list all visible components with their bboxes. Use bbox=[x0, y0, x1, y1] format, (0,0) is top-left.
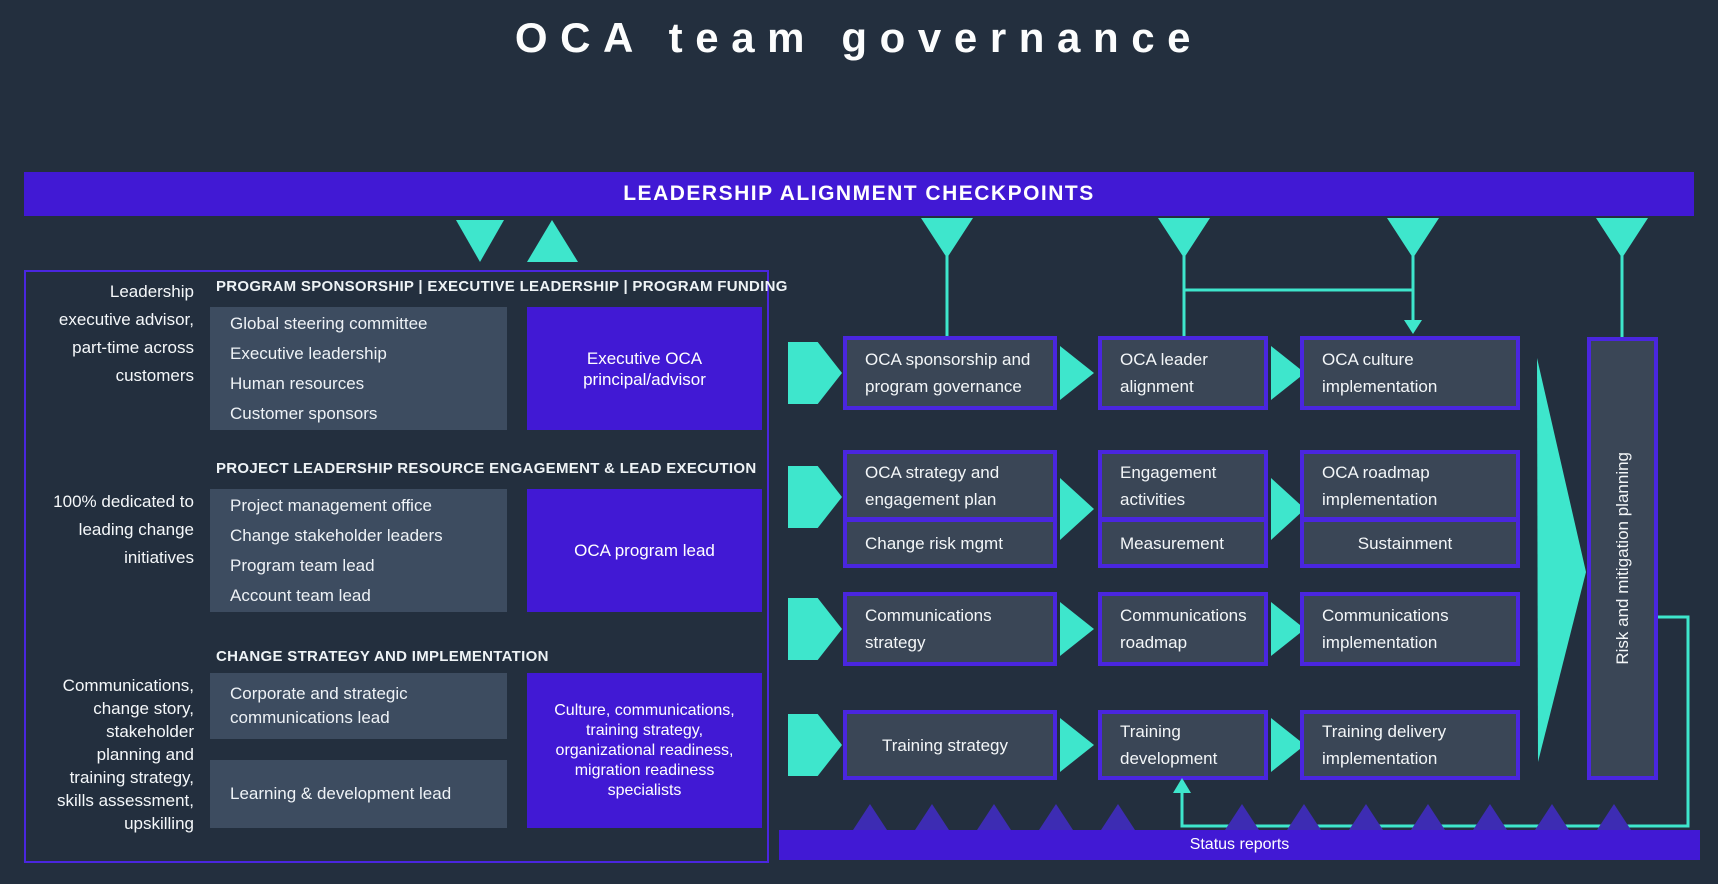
flow-subcell-label: Measurement bbox=[1102, 522, 1264, 564]
page-title: OCA team governance bbox=[514, 14, 1204, 61]
list-item: Account team lead bbox=[230, 585, 371, 605]
banner-label: LEADERSHIP ALIGNMENT CHECKPOINTS bbox=[623, 182, 1095, 205]
flow-cell-label: OCA sponsorship and program governance bbox=[847, 340, 1053, 406]
flow-cell: OCA sponsorship and program governance bbox=[843, 336, 1057, 410]
section3-roles-list-b: Learning & development lead bbox=[210, 760, 507, 828]
flow-subcell-label: Sustainment bbox=[1304, 522, 1516, 564]
checkpoint-down-arrow-icon bbox=[456, 220, 504, 262]
status-report-arrow-icon bbox=[853, 804, 887, 830]
checkpoint-funnel-icon bbox=[1387, 218, 1439, 258]
flow-cell-label: Communications strategy bbox=[847, 596, 1053, 662]
list-item: Human resources bbox=[230, 373, 365, 393]
section2-highlight-box: OCA program lead bbox=[527, 489, 762, 612]
flow-cell: Communications implementation bbox=[1300, 592, 1520, 666]
list-item: Executive leadership bbox=[230, 343, 387, 363]
risk-mitigation-label: Risk and mitigation planning bbox=[1612, 452, 1632, 665]
flow-cell-label: OCA culture implementation bbox=[1304, 340, 1516, 406]
checkpoint-funnel-icon bbox=[921, 218, 973, 258]
list-item: Project management office bbox=[230, 495, 432, 515]
list-item: Change stakeholder leaders bbox=[230, 525, 443, 545]
flow-cell: Training delivery implementation bbox=[1300, 710, 1520, 780]
flow-cell: Engagement activities Measurement bbox=[1098, 450, 1268, 568]
status-report-arrow-icon bbox=[1287, 804, 1321, 830]
team-structure-panel bbox=[24, 270, 769, 863]
flow-cell-label: OCA strategy and engagement plan bbox=[847, 454, 1053, 517]
status-reports-bar: Status reports bbox=[779, 830, 1700, 860]
section2-header: PROJECT LEADERSHIP RESOURCE ENGAGEMENT &… bbox=[216, 460, 757, 477]
section2-roles-list: Project management office Change stakeho… bbox=[210, 489, 507, 612]
list-item: Customer sponsors bbox=[230, 403, 378, 423]
flow-cell-label: Training development bbox=[1102, 714, 1264, 776]
section3-header: CHANGE STRATEGY AND IMPLEMENTATION bbox=[216, 648, 549, 665]
status-report-arrow-icon bbox=[1473, 804, 1507, 830]
flow-cell-label: Training strategy bbox=[847, 714, 1053, 776]
flow-cell-label: Training delivery implementation bbox=[1304, 714, 1516, 776]
flow-row1-lead-arrow-icon bbox=[788, 342, 842, 404]
status-report-arrow-icon bbox=[1349, 804, 1383, 830]
flow-cell: Training strategy bbox=[843, 710, 1057, 780]
highlight-label: Culture, communications, training strate… bbox=[554, 701, 735, 799]
section1-role-label: Leadership executive advisor, part-time … bbox=[58, 282, 194, 385]
flow-cell-label: OCA roadmap implementation bbox=[1304, 454, 1516, 517]
section3-role-label: Communications, change story, stakeholde… bbox=[57, 676, 194, 833]
section2-role-label: 100% dedicated to leading change initiat… bbox=[53, 492, 194, 567]
status-report-arrow-icon bbox=[1039, 804, 1073, 830]
status-reports-label: Status reports bbox=[1189, 836, 1290, 853]
risk-flow-arrow-icon bbox=[1537, 358, 1586, 762]
down-arrowhead-icon bbox=[1404, 320, 1422, 334]
risk-mitigation-box: Risk and mitigation planning bbox=[1587, 337, 1658, 780]
flow-cell-label: Communications implementation bbox=[1304, 596, 1516, 662]
flow-cell: Communications roadmap bbox=[1098, 592, 1268, 666]
flow-cell: Communications strategy bbox=[843, 592, 1057, 666]
section1-roles-list: Global steering committee Executive lead… bbox=[210, 307, 507, 430]
leadership-alignment-banner: LEADERSHIP ALIGNMENT CHECKPOINTS bbox=[24, 172, 1694, 216]
status-report-arrow-icon bbox=[1597, 804, 1631, 830]
list-item: Global steering committee bbox=[230, 313, 428, 333]
flow-row2-lead-arrow-icon bbox=[788, 466, 842, 528]
status-report-arrow-icon bbox=[977, 804, 1011, 830]
checkpoint-funnel-icon bbox=[1596, 218, 1648, 258]
flow-cell: OCA culture implementation bbox=[1300, 336, 1520, 410]
list-item: Learning & development lead bbox=[230, 784, 452, 803]
status-report-arrow-icon bbox=[1101, 804, 1135, 830]
section1-header: PROGRAM SPONSORSHIP | EXECUTIVE LEADERSH… bbox=[216, 278, 788, 295]
flow-subcell-label: Change risk mgmt bbox=[847, 522, 1053, 564]
highlight-label: OCA program lead bbox=[574, 541, 715, 560]
section3-highlight-box: Culture, communications, training strate… bbox=[527, 673, 762, 828]
flow-cell-label: Engagement activities bbox=[1102, 454, 1264, 517]
flow-arrow-icon bbox=[1060, 478, 1094, 540]
flow-arrow-icon bbox=[1060, 346, 1094, 400]
flow-cell-label: OCA leader alignment bbox=[1102, 340, 1264, 406]
flow-cell: OCA strategy and engagement plan Change … bbox=[843, 450, 1057, 568]
flow-arrow-icon bbox=[1060, 718, 1094, 772]
up-arrowhead-icon bbox=[1173, 778, 1191, 793]
flow-cell: Training development bbox=[1098, 710, 1268, 780]
status-report-arrow-icon bbox=[1225, 804, 1259, 830]
status-report-arrow-icon bbox=[1411, 804, 1445, 830]
flow-arrow-icon bbox=[1060, 602, 1094, 656]
checkpoint-up-arrow-icon bbox=[527, 220, 578, 262]
flow-cell: OCA leader alignment bbox=[1098, 336, 1268, 410]
section1-highlight-box: Executive OCA principal/advisor bbox=[527, 307, 762, 430]
list-item: Corporate and strategic communications l… bbox=[230, 684, 408, 727]
flow-cell-label: Communications roadmap bbox=[1102, 596, 1264, 662]
status-report-arrow-icon bbox=[1535, 804, 1569, 830]
status-report-arrow-icon bbox=[915, 804, 949, 830]
list-item: Program team lead bbox=[230, 555, 375, 575]
highlight-label: Executive OCA principal/advisor bbox=[583, 348, 706, 389]
checkpoint-funnel-icon bbox=[1158, 218, 1210, 258]
flow-cell: OCA roadmap implementation Sustainment bbox=[1300, 450, 1520, 568]
flow-row3-lead-arrow-icon bbox=[788, 598, 842, 660]
section3-roles-list-a: Corporate and strategic communications l… bbox=[210, 673, 507, 739]
flow-row4-lead-arrow-icon bbox=[788, 714, 842, 776]
